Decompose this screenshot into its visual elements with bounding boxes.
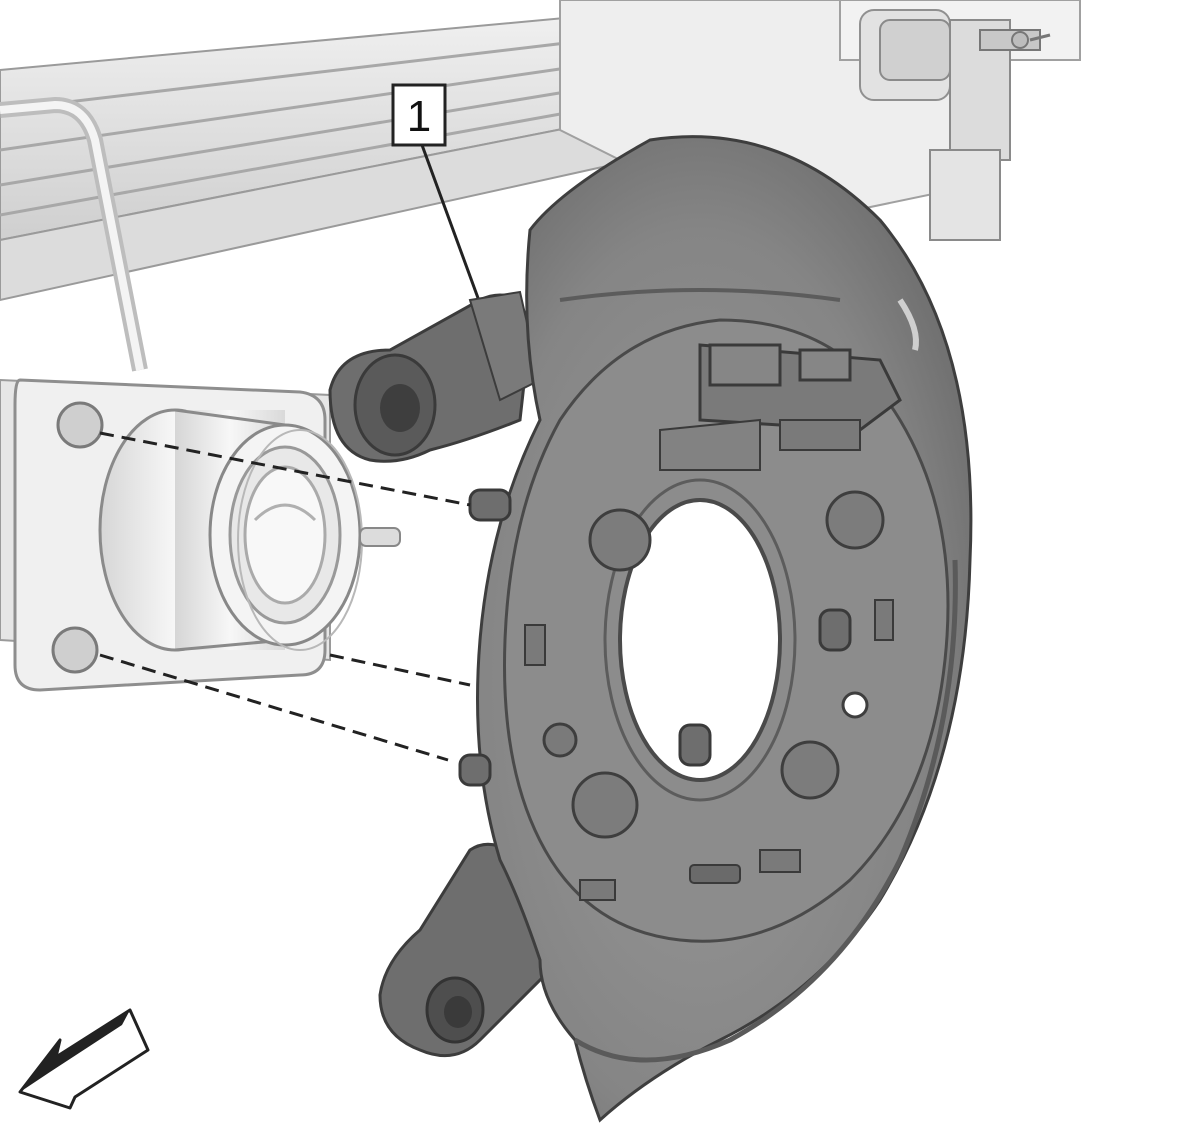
knuckle-upper-arm — [328, 290, 542, 463]
flange-bolt-hole — [51, 626, 99, 674]
frame-mount-bracket — [839, 0, 1081, 241]
wheel-stud — [678, 723, 712, 767]
flange-bolt-hole — [56, 401, 104, 449]
wheel-stud — [458, 753, 492, 787]
front-direction-arrow-icon — [18, 1008, 150, 1110]
wheel-stud — [468, 488, 512, 522]
wheel-bearing — [98, 408, 401, 652]
shield-boss — [571, 771, 639, 839]
callout-label: 1 — [407, 92, 431, 141]
alignment-lines — [99, 431, 471, 762]
axle-center-hole — [618, 498, 782, 782]
wheel-stud — [818, 608, 852, 652]
shield-boss — [588, 508, 652, 572]
brake-shield — [458, 135, 973, 1123]
callout-1: 1 — [391, 83, 480, 299]
callout-box — [391, 83, 447, 147]
knuckle-lower-arm — [378, 842, 562, 1058]
brake-line — [0, 96, 148, 372]
shield-boss — [780, 740, 840, 800]
shield-boss — [825, 490, 885, 550]
